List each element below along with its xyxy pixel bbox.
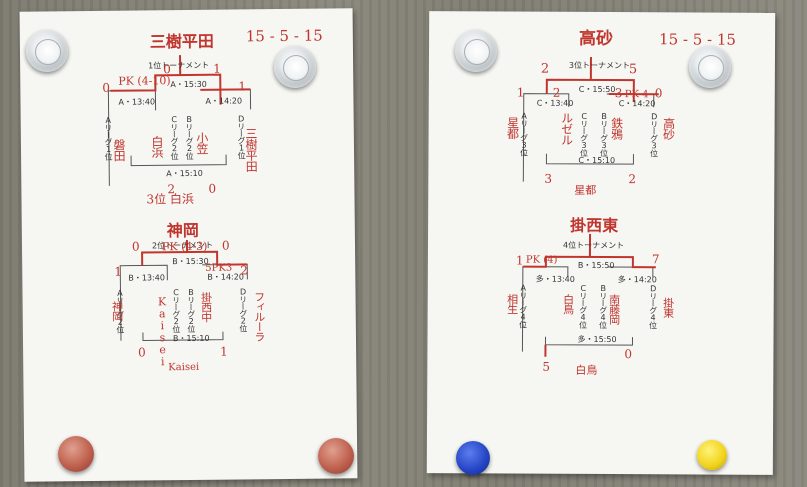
right-sheet-bracket-lines bbox=[521, 56, 659, 357]
top-pk-score: PK 4 bbox=[624, 89, 649, 101]
top-bracket-winner: 三樹平田 bbox=[149, 31, 214, 52]
top-slot-c: Cリーグ3位 bbox=[579, 111, 589, 156]
top-semi-d-score: 0 bbox=[654, 86, 663, 101]
red-magnet-bottom-left bbox=[58, 436, 94, 472]
top-third-place: 3位 白浜 bbox=[146, 191, 195, 207]
yellow-magnet bbox=[697, 440, 727, 470]
clear-magnet-top-left bbox=[455, 30, 497, 72]
top-semi-a-score: 0 bbox=[102, 80, 111, 95]
bottom-team-a: 相生 bbox=[505, 293, 519, 314]
bottom-semi-d-score: 2 bbox=[240, 263, 248, 278]
top-final-match: A・15:30 bbox=[170, 79, 207, 90]
bottom-final-right-score: 0 bbox=[221, 238, 230, 253]
bottom-third-left-score: 0 bbox=[138, 345, 146, 360]
bottom-final-left-score: 0 bbox=[131, 239, 140, 254]
bottom-team-a: 神岡 bbox=[110, 300, 124, 321]
top-third-left-score: 3 bbox=[544, 171, 553, 186]
bottom-third-place: 白鳥 bbox=[575, 363, 598, 377]
top-final-right-score: 1 bbox=[213, 61, 221, 76]
top-bracket-title: 3位トーナメント bbox=[568, 60, 631, 71]
clear-magnet-top-right bbox=[274, 46, 316, 88]
top-final-left-score: 0 bbox=[163, 62, 171, 77]
top-final-match: C・15:50 bbox=[578, 84, 616, 95]
bottom-team-d: フィルーラ bbox=[252, 291, 267, 342]
top-bracket-title: 1位トーナメント bbox=[148, 60, 210, 71]
bottom-team-c: 白鳥 bbox=[561, 293, 575, 314]
bottom-third-right-score: 1 bbox=[220, 344, 228, 359]
top-team-c: 白浜 bbox=[149, 135, 165, 158]
bottom-slot-b: Bリーグ2位 bbox=[186, 287, 196, 333]
bottom-third-match: B・15:10 bbox=[172, 333, 210, 344]
bottom-slot-d: Dリーグ2位 bbox=[238, 287, 248, 332]
top-bracket-winner: 高砂 bbox=[579, 28, 614, 50]
top-third-right-score: 2 bbox=[628, 172, 637, 187]
right-bracket-sheet: 高砂 15 - 5 - 15 3位トーナメント C・15:50 C・13:40 … bbox=[426, 11, 776, 475]
sheet-date: 15 - 5 - 15 bbox=[659, 30, 737, 49]
bottom-team-b: 南藤岡 bbox=[607, 294, 621, 325]
top-team-d: 高砂 bbox=[661, 117, 676, 140]
bottom-pk-score: PK (4) bbox=[525, 254, 558, 266]
left-bracket-sheet: 三樹平田 15 - 5 - 15 1位トーナメント A・15:30 A・13:4… bbox=[19, 8, 358, 482]
bottom-third-place: Kaisei bbox=[168, 361, 200, 374]
clear-magnet-top-right bbox=[689, 46, 731, 88]
bottom-slot-c: Cリーグ2位 bbox=[171, 288, 181, 333]
top-slot-c: Cリーグ2位 bbox=[169, 115, 180, 160]
bottom-slot-c: Cリーグ4位 bbox=[578, 283, 588, 328]
bottom-semi-left-match: 多・13:40 bbox=[535, 274, 575, 284]
red-magnet-bottom-right bbox=[318, 438, 354, 474]
top-team-a: 星都 bbox=[505, 116, 520, 139]
top-semi-right-match: A・14:20 bbox=[205, 96, 243, 106]
sheet-date: 15 - 5 - 15 bbox=[245, 26, 323, 46]
bottom-final-match: B・15:50 bbox=[577, 260, 615, 271]
top-third-place: 星都 bbox=[574, 183, 597, 197]
bottom-semi-a-score: 1 bbox=[114, 264, 122, 279]
top-semi-d-score: 1 bbox=[238, 79, 247, 94]
bottom-final-left-score: 1 bbox=[515, 253, 524, 268]
bottom-final-match: B・15:30 bbox=[172, 256, 209, 267]
top-third-match: C・15:10 bbox=[578, 155, 616, 166]
top-semi-left-match: A・13:40 bbox=[118, 97, 156, 107]
bottom-team-b: 掛西中 bbox=[199, 291, 213, 322]
top-third-right-score: 0 bbox=[208, 181, 217, 196]
bottom-third-left-score: 5 bbox=[542, 359, 551, 374]
top-final-left-score: 2 bbox=[540, 61, 550, 77]
top-semi-c-score: 3 bbox=[614, 86, 623, 101]
bottom-team-c: Kaisei bbox=[155, 295, 170, 368]
bottom-third-right-score: 0 bbox=[624, 347, 633, 362]
bottom-slot-d: Dリーグ4位 bbox=[648, 284, 658, 329]
bottom-final-right-score: 7 bbox=[651, 252, 660, 267]
bottom-pk-score: PK (4-3) bbox=[161, 239, 208, 254]
bottom-third-match: 多・15:50 bbox=[577, 334, 617, 345]
bottom-team-d: 掛東 bbox=[661, 297, 675, 318]
bottom-pk2-score: 5PK3 bbox=[205, 262, 233, 274]
top-semi-a-score: 1 bbox=[516, 85, 525, 100]
left-sheet-bracket-lines bbox=[107, 55, 252, 341]
blue-magnet bbox=[456, 441, 490, 475]
top-team-a: 磐田 bbox=[111, 138, 127, 161]
bottom-semi-left-match: B・13:40 bbox=[128, 273, 165, 283]
clear-magnet-top-left bbox=[26, 30, 68, 72]
top-final-right-score: 5 bbox=[628, 62, 638, 78]
top-team-c: ルゼル bbox=[559, 111, 574, 145]
bottom-bracket-title: 4位トーナメント bbox=[562, 240, 625, 251]
top-team-b: 小笠 bbox=[194, 131, 210, 154]
top-team-b: 鉄鴉 bbox=[609, 117, 624, 140]
top-slot-d: Dリーグ3位 bbox=[649, 112, 659, 157]
top-third-match: A・15:10 bbox=[166, 168, 203, 179]
bottom-bracket-winner: 神岡 bbox=[166, 220, 199, 241]
top-team-d: 三樹平田 bbox=[243, 127, 259, 172]
top-semi-b-score: 2 bbox=[552, 85, 561, 100]
bottom-bracket-winner: 掛西東 bbox=[570, 215, 619, 236]
